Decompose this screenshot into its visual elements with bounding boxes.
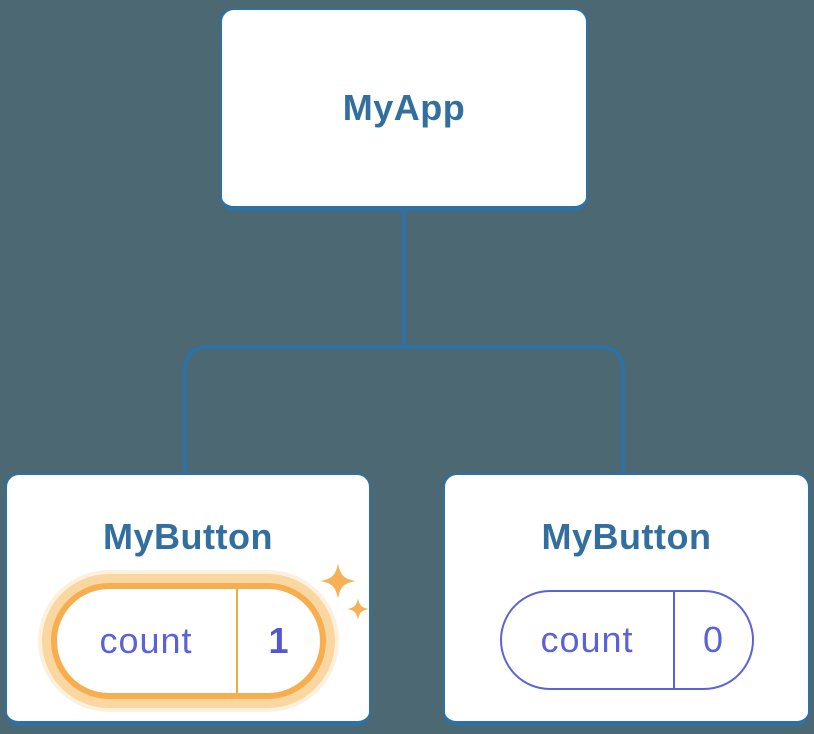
state-badge: count 0 xyxy=(499,590,754,690)
tree-node-myapp: MyApp xyxy=(220,8,588,211)
state-badge-highlighted: count 1 xyxy=(50,583,326,699)
node-title-mybutton-left: MyButton xyxy=(103,516,273,557)
state-key-label: count xyxy=(502,592,675,688)
connector-branch xyxy=(183,345,625,475)
sparkle-icon xyxy=(320,563,356,599)
node-title-myapp: MyApp xyxy=(342,87,466,128)
node-title-mybutton-right: MyButton xyxy=(541,516,712,557)
tree-node-mybutton-right: MyButton count 0 xyxy=(443,473,810,726)
tree-node-mybutton-left: MyButton count 1 xyxy=(5,473,371,726)
sparkle-icon xyxy=(347,598,369,620)
state-key-label: count xyxy=(57,589,238,693)
state-value: 1 xyxy=(268,620,289,661)
state-value: 0 xyxy=(702,619,724,660)
